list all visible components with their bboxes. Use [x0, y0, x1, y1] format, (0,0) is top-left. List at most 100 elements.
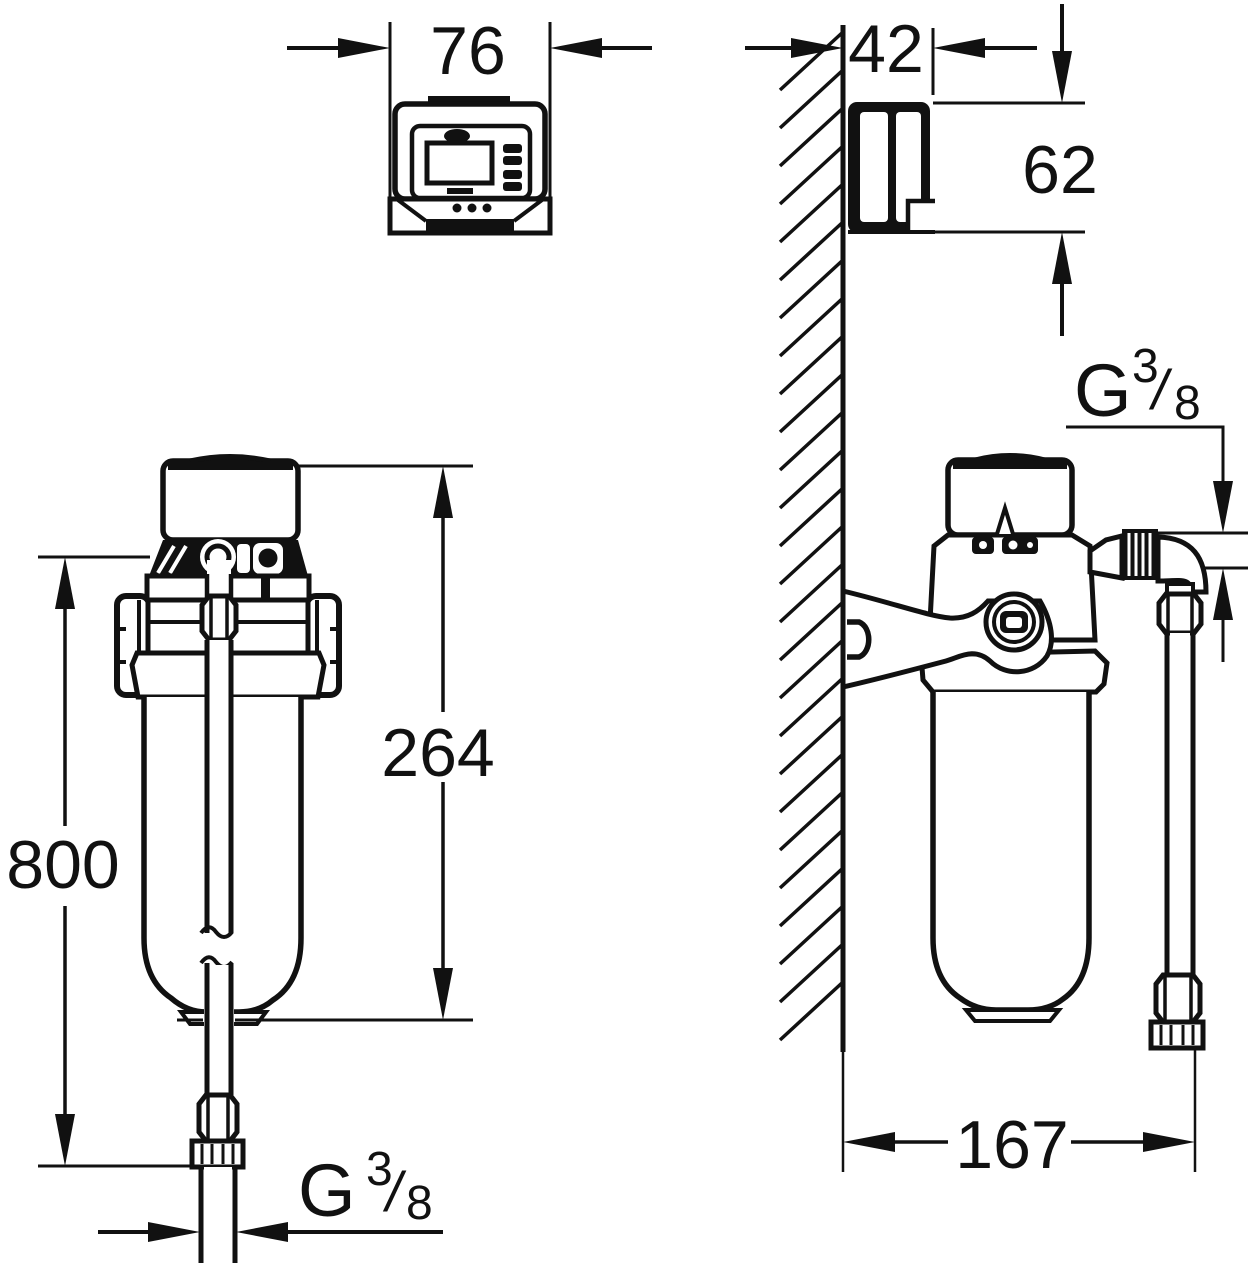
- thread-label-g: G: [1074, 349, 1132, 432]
- bracket-knob-slot-center: [1006, 617, 1022, 628]
- dim-label-unit-depth: 42: [848, 11, 924, 87]
- thread-label-denominator: 8: [1174, 377, 1201, 430]
- dim-filter-height: 264: [277, 464, 495, 1020]
- filter-foot-side: [961, 1008, 1064, 1023]
- dim-thread-bottom: G 3 / 8: [98, 1143, 443, 1242]
- arrowhead-left-icon: [843, 1132, 895, 1152]
- coupling-knurl: [1159, 1025, 1195, 1045]
- unit-side-notch: [908, 201, 935, 231]
- hex-facet-lines: [1166, 596, 1194, 631]
- dim-unit-depth: 42: [745, 11, 1037, 95]
- hex-facet-lines: [1163, 977, 1193, 1020]
- arrowhead-up-icon: [1052, 232, 1072, 284]
- head-slot: [237, 544, 250, 573]
- arrowhead-right-icon: [1143, 1132, 1195, 1152]
- hose-lines: [1164, 633, 1196, 975]
- hose-lines: [204, 640, 234, 933]
- thread-label-g: G: [298, 1149, 356, 1232]
- base-slant-line: [512, 198, 544, 223]
- hose-hex-nut: [199, 593, 239, 643]
- head-band-hatch: [156, 544, 188, 575]
- thread-grooves: [1127, 533, 1152, 576]
- dim-label-wall-distance: 167: [955, 1107, 1068, 1183]
- unit-side-panel: [860, 112, 888, 222]
- unit-display-screen: [424, 140, 495, 186]
- base-foot-bar: [426, 222, 514, 233]
- arrowhead-left-icon: [550, 38, 602, 58]
- hex-facet-lines: [209, 598, 229, 638]
- filter-cap-dome: [189, 454, 271, 464]
- vent-dot-icon: [467, 203, 477, 213]
- hose-hex-nut: [196, 1092, 240, 1144]
- dim-label-filter-height: 264: [381, 715, 494, 791]
- arrowhead-down-icon: [433, 968, 453, 1020]
- hose-top-edges: [204, 574, 234, 598]
- dim-unit-height: 62: [933, 4, 1098, 336]
- vent-dot-icon: [482, 203, 492, 213]
- filter-front-view: [114, 454, 342, 1263]
- unit-button: [503, 170, 522, 179]
- arrowhead-right-icon: [148, 1222, 200, 1242]
- unit-label-slot: [447, 188, 473, 194]
- coupling-nut: [1148, 1019, 1206, 1051]
- arrowhead-down-icon: [1052, 51, 1072, 103]
- arrowhead-down-icon: [55, 1114, 75, 1166]
- hose-cover: [204, 1167, 232, 1263]
- head-pin: [261, 574, 270, 607]
- dim-unit-width: 76: [287, 13, 652, 199]
- dim-label-unit-width: 76: [430, 13, 506, 89]
- unit-button: [503, 144, 522, 153]
- thread-label-slash: /: [382, 1160, 407, 1223]
- control-unit-front-view: [387, 96, 553, 236]
- wall-hatching: [778, 30, 845, 1042]
- fitting-thread-block: [1122, 529, 1158, 580]
- vent-dot-icon: [452, 203, 462, 213]
- clamp-wing-notch: [117, 627, 126, 664]
- arrowhead-right-icon: [338, 38, 390, 58]
- head-port-dot: [1008, 540, 1018, 550]
- thread-label-denominator: 8: [406, 1177, 433, 1230]
- thread-label-numerator: 3: [1132, 340, 1159, 393]
- hose-cover: [207, 560, 231, 598]
- filter-cap-dome: [974, 453, 1046, 463]
- unit-button: [503, 156, 522, 165]
- control-unit-side-view: [848, 102, 935, 234]
- coupling-nut: [189, 1138, 246, 1170]
- hose-break-wave: [199, 925, 234, 939]
- dim-label-unit-height: 62: [1022, 132, 1098, 208]
- hose-hex-nut: [1156, 591, 1204, 636]
- arrowhead-left-icon: [933, 38, 985, 58]
- unit-button: [503, 182, 522, 191]
- head-port-dot: [979, 541, 987, 549]
- base-slant-line: [396, 198, 428, 223]
- arrowhead-up-icon: [55, 557, 75, 609]
- dim-wall-distance: 167: [843, 1050, 1197, 1183]
- wall-section: [778, 25, 846, 1172]
- hose-cover: [1170, 633, 1190, 975]
- arrowhead-down-icon: [1213, 481, 1233, 533]
- thread-label-numerator: 3: [366, 1143, 393, 1196]
- hose-cover: [209, 640, 229, 933]
- unit-side-panel: [896, 112, 921, 222]
- arrowhead-up-icon: [433, 466, 453, 518]
- dim-hose-length: 800: [6, 555, 195, 1168]
- filter-cap: [160, 458, 301, 543]
- hose-hex-nut: [1153, 972, 1203, 1025]
- dim-label-hose-length: 800: [6, 827, 119, 903]
- sensor-eye-icon: [444, 129, 470, 143]
- index-triangle-icon: [995, 501, 1015, 535]
- filter-side-view: [840, 453, 1209, 1051]
- unit-side-notch-outline: [905, 198, 935, 231]
- elbow-fitting: [1155, 534, 1209, 595]
- hose-lines: [198, 1167, 238, 1263]
- bracket-wall-screw: [847, 619, 872, 660]
- hose-lines: [204, 963, 234, 1095]
- coupling-knurl: [200, 1144, 235, 1164]
- head-knob-dot: [258, 548, 278, 568]
- head-port-dot: [1027, 542, 1033, 548]
- filter-body-side: [930, 692, 1092, 1013]
- leader-line: [1066, 425, 1225, 485]
- fitting-collar: [1087, 532, 1125, 582]
- arrowhead-right-icon: [791, 38, 843, 58]
